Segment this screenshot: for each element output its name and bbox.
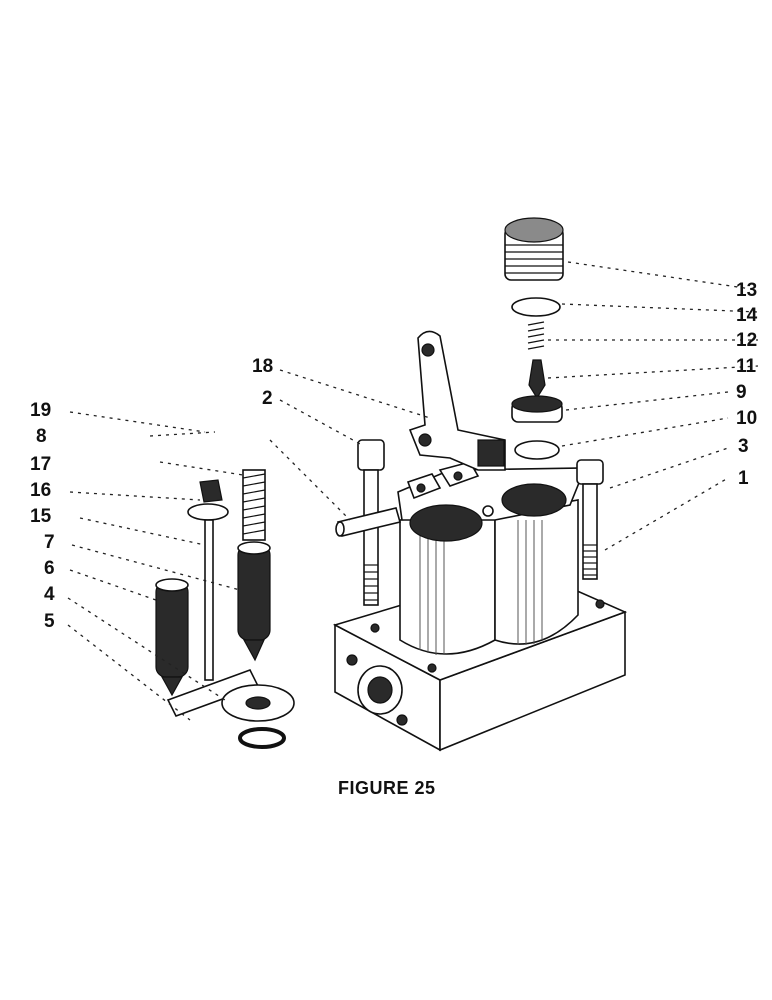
cross-pin (335, 507, 401, 537)
callout-4: 4 (44, 584, 55, 605)
callout-12: 12 (736, 330, 757, 351)
callout-8: 8 (36, 426, 47, 447)
callout-10: 10 (736, 408, 757, 429)
callout-16: 16 (30, 480, 51, 501)
callout-1: 1 (738, 468, 749, 489)
jet-tube-left (155, 578, 189, 697)
callout-13: 13 (736, 280, 757, 301)
bolt-left (357, 439, 385, 606)
small-spring (527, 321, 545, 350)
leader-lines (67, 261, 759, 721)
valve-seat (511, 395, 563, 423)
jet-tube-right (237, 541, 271, 662)
callout-7: 7 (44, 532, 55, 553)
lever-arm (408, 330, 506, 471)
compression-spring (242, 469, 266, 541)
callout-3: 3 (738, 436, 749, 457)
figure-caption: FIGURE 25 (338, 778, 436, 798)
callout-9: 9 (736, 382, 747, 403)
callout-labels: 13 14 12 11 9 10 3 1 18 2 19 8 17 16 15 … (30, 280, 758, 632)
callout-11: 11 (736, 356, 757, 377)
needle-valve (528, 359, 546, 400)
callout-17: 17 (30, 454, 51, 475)
callout-2: 2 (262, 388, 273, 409)
o-ring (238, 727, 286, 749)
callout-19: 19 (30, 400, 51, 421)
callout-14: 14 (736, 305, 758, 326)
callout-6: 6 (44, 558, 55, 579)
washer-14 (511, 297, 561, 317)
callout-5: 5 (44, 611, 55, 632)
callout-18: 18 (252, 356, 273, 377)
callout-15: 15 (30, 506, 52, 527)
large-washer (221, 684, 295, 722)
valve-body-block (332, 461, 628, 752)
valve-stem (166, 479, 260, 717)
disc-10 (514, 440, 560, 460)
knurled-cap (504, 217, 564, 281)
bolt-right (576, 459, 604, 580)
